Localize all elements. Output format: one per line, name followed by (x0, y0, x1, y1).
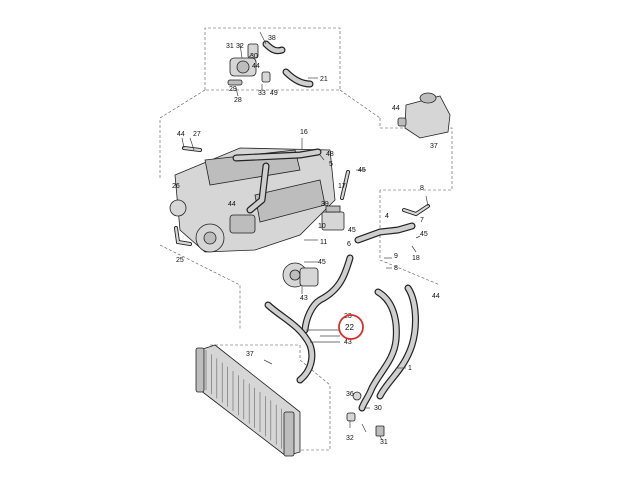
engine-block (169, 147, 336, 253)
callout-30-bottom: 30 (374, 405, 382, 412)
callout-44-top: 44 (252, 63, 260, 70)
callout-16: 16 (300, 129, 308, 136)
callout-4: 4 (385, 213, 389, 220)
callout-27: 27 (193, 131, 201, 138)
callout-45-right: 45 (420, 231, 428, 238)
callout-45-lower: 45 (318, 259, 326, 266)
callout-6: 6 (347, 241, 351, 248)
callout-23: 23 (344, 313, 352, 320)
callout-25: 25 (176, 257, 184, 264)
callout-48: 48 (326, 151, 334, 158)
frame-radiator (210, 344, 331, 451)
clip-2 (361, 423, 367, 433)
callout-9: 9 (394, 253, 398, 260)
callout-38: 38 (268, 35, 276, 42)
callout-1: 1 (408, 365, 412, 372)
callout-8-upper: 8 (420, 185, 424, 192)
callout-28: 28 (234, 97, 242, 104)
callout-49: 49 (270, 90, 278, 97)
callout-18: 18 (412, 255, 420, 262)
callout-21: 21 (320, 76, 328, 83)
coolant-pipe-top (232, 148, 322, 214)
hose-21 (282, 68, 314, 88)
callout-45-upper: 45 (358, 167, 366, 174)
coolant-valve-39 (321, 205, 345, 231)
hose-25 (174, 226, 192, 246)
hose-38 (262, 40, 286, 55)
sensor-36 (352, 391, 362, 401)
sensor-32 (346, 412, 356, 422)
callout-8-lower: 8 (394, 265, 398, 272)
hose-22 (264, 301, 316, 384)
callout-33: 33 (258, 90, 266, 97)
leader-lines (181, 31, 429, 441)
callout-37-tank: 37 (430, 143, 438, 150)
callout-22: 22 (345, 323, 354, 332)
radiator (195, 344, 301, 457)
callout-30: 30 (250, 53, 258, 60)
callout-37-radiator: 37 (246, 351, 254, 358)
hose-1 (358, 284, 419, 412)
hose-4 (354, 222, 416, 244)
callout-45-mid: 45 (348, 227, 356, 234)
callout-43: 43 (344, 339, 352, 346)
callout-29: 29 (229, 86, 237, 93)
callout-10: 10 (318, 223, 326, 230)
frame-right-link (339, 89, 381, 119)
callout-31-top: 31 (226, 43, 234, 50)
water-pump (282, 262, 319, 288)
callout-44-engine: 44 (228, 201, 236, 208)
callout-36: 36 (346, 391, 354, 398)
hose-27 (182, 146, 202, 152)
callout-11: 11 (320, 239, 327, 246)
callout-32-top: 32 (236, 43, 244, 50)
callout-7: 7 (420, 217, 424, 224)
callout-32-bottom: 32 (346, 435, 354, 442)
callout-44-left: 44 (177, 131, 185, 138)
hose-17 (340, 170, 350, 200)
callout-43-left: 43 (300, 295, 308, 302)
hose-upper-return (301, 254, 354, 334)
expansion-tank (397, 92, 451, 139)
frame-engine-link (159, 89, 206, 178)
frame-lower-left (159, 244, 241, 330)
callout-44-right: 44 (432, 293, 440, 300)
callout-44-tank: 44 (392, 105, 400, 112)
callout-31-bottom: 31 (380, 439, 388, 446)
highlight-22: 22 (338, 314, 364, 340)
frame-lower-right (379, 190, 441, 286)
frame-tank (379, 118, 453, 191)
callout-39: 39 (321, 201, 329, 208)
hose-16 (402, 204, 430, 217)
callout-17: 17 (338, 183, 346, 190)
callout-26: 26 (172, 183, 180, 190)
thermostat-housing (227, 43, 271, 86)
bracket-31 (375, 425, 385, 437)
callout-5: 5 (329, 161, 333, 168)
frame-top (204, 27, 341, 91)
